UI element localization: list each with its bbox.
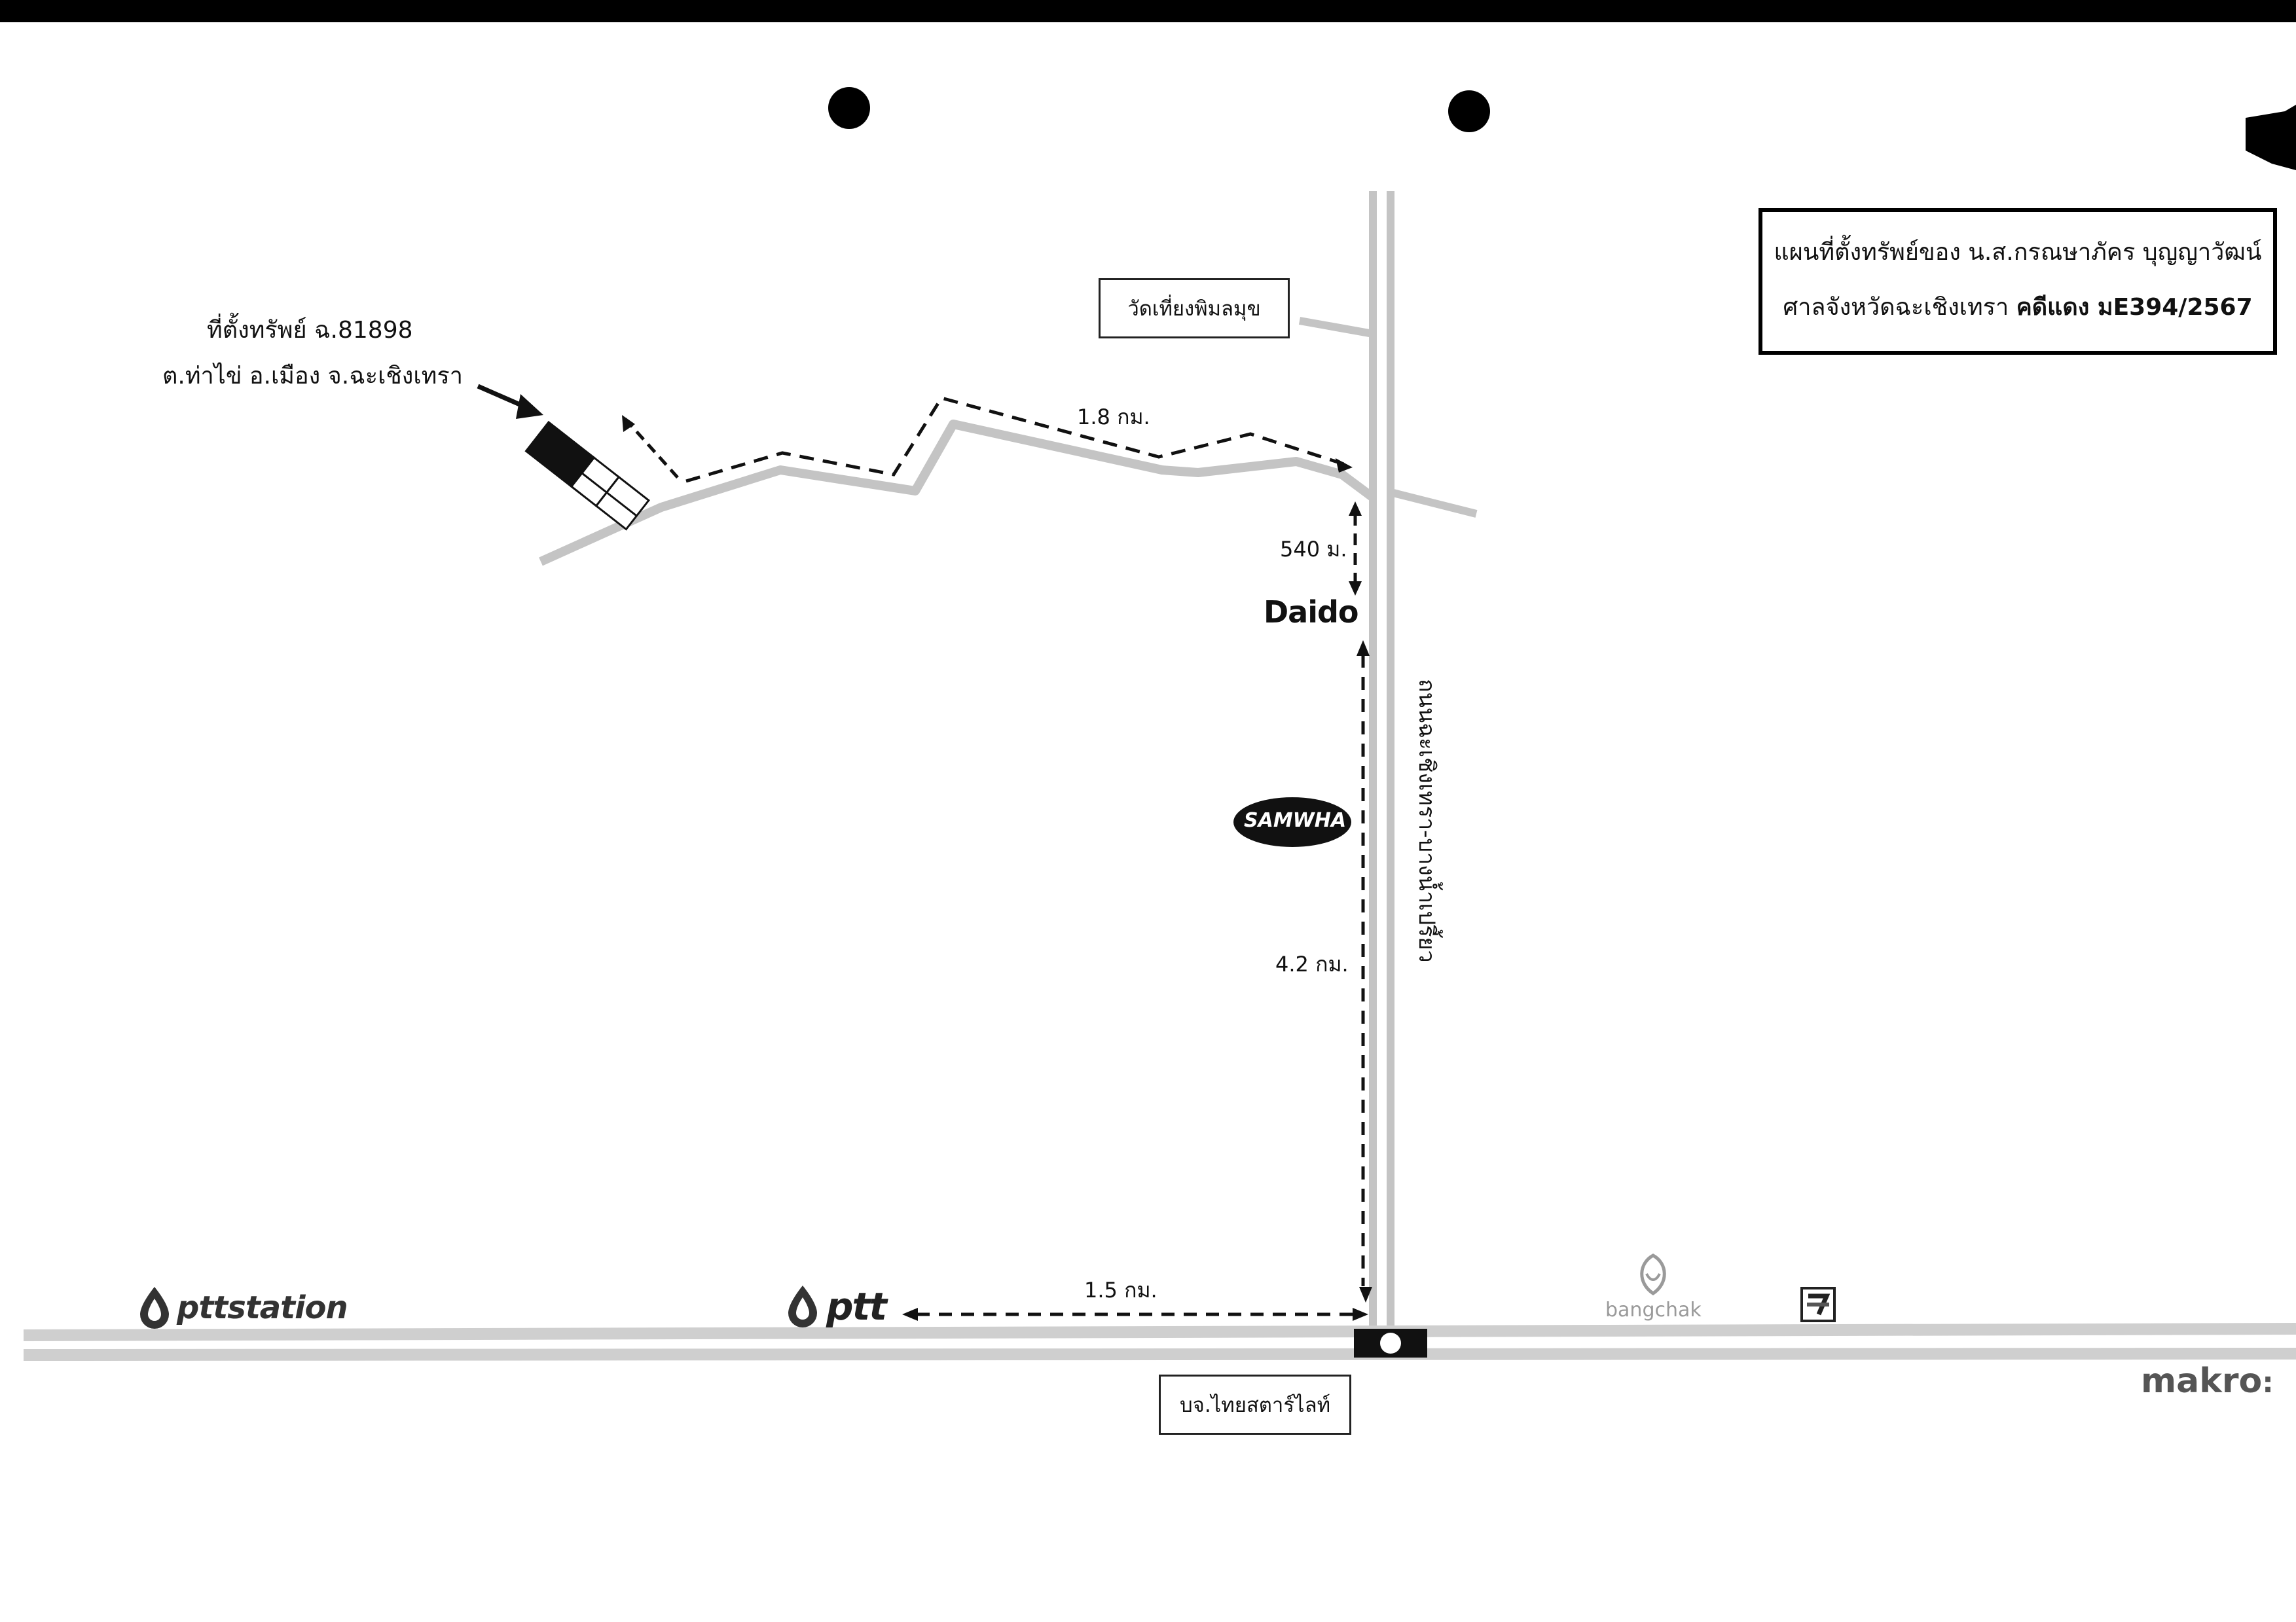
road-name-label: ถนนฉะเชิงเทรา-บางน้ำเปรี้ยว [1413,679,1440,963]
temple-label-box: วัดเที่ยงพิมลมุข [1099,278,1290,338]
property-label-line-2: ต.ท่าไข่ อ.เมือง จ.ฉะเชิงเทรา [162,363,463,389]
seven-eleven-icon [1800,1287,1836,1322]
title-line-1: แผนที่ตั้งทรัพย์ของ น.ส.กรณษาภัคร บุญญาว… [1774,239,2262,266]
distance-4-2km: 4.2 กม. [1275,952,1349,977]
route-1-8km-arrowhead [1336,458,1353,473]
intersection-marker [1354,1329,1427,1358]
case-number: คดีแดง มE394/2567 [2016,294,2253,321]
bangchak-flower-icon [1640,1253,1666,1296]
property-label-line-1: ที่ตั้งทรัพย์ ฉ.81898 [207,317,413,344]
distance-1-5km: 1.5 กม. [1084,1278,1157,1303]
bangchak-logo: bangchak [1605,1299,1702,1322]
scan-artifact-right [2246,105,2296,170]
distance-1-8km: 1.8 กม. [1077,405,1150,429]
punch-hole-right [1448,90,1490,132]
punch-hole-left [828,87,870,129]
main-vertical-road [1369,191,1394,1342]
samwha-logo: SAMWHA [1244,809,1347,832]
court-name: ศาลจังหวัดฉะเชิงเทรา [1783,294,2009,321]
route-540m [1349,501,1362,596]
company-label-box: บจ.ไทยสตาร์ไลท์ [1159,1375,1351,1435]
scan-top-border [0,0,2296,22]
parcel-dashed-edge [624,418,682,482]
east-side-road [1389,488,1478,518]
pttstation-logo: pttstation [177,1289,348,1326]
winding-road [539,420,1376,566]
property-parcel [524,420,650,531]
distance-540m: 540 ม. [1280,537,1347,562]
daido-logo: Daido [1264,594,1359,630]
ptt-logo: ptt [826,1284,887,1329]
main-highway [23,1323,2296,1361]
samwha-logo-oval [1233,797,1351,847]
property-pointer-arrow [477,384,543,419]
route-4-2km [1357,640,1372,1303]
map-title-box: แผนที่ตั้งทรัพย์ของ น.ส.กรณษาภัคร บุญญาว… [1758,208,2277,355]
ptt-drop-icon [788,1286,817,1327]
makro-logo-text: makro [2141,1361,2263,1401]
temple-side-road [1298,317,1374,338]
route-1-8km [685,396,1351,483]
pttstation-drop-icon [140,1287,169,1329]
route-1-5km [902,1308,1368,1321]
makro-logo: makro: [2141,1361,2274,1401]
title-line-2: ศาลจังหวัดฉะเชิงเทรา คดีแดง มE394/2567 [1762,288,2273,325]
parcel-dashed-arrowhead [622,415,635,432]
